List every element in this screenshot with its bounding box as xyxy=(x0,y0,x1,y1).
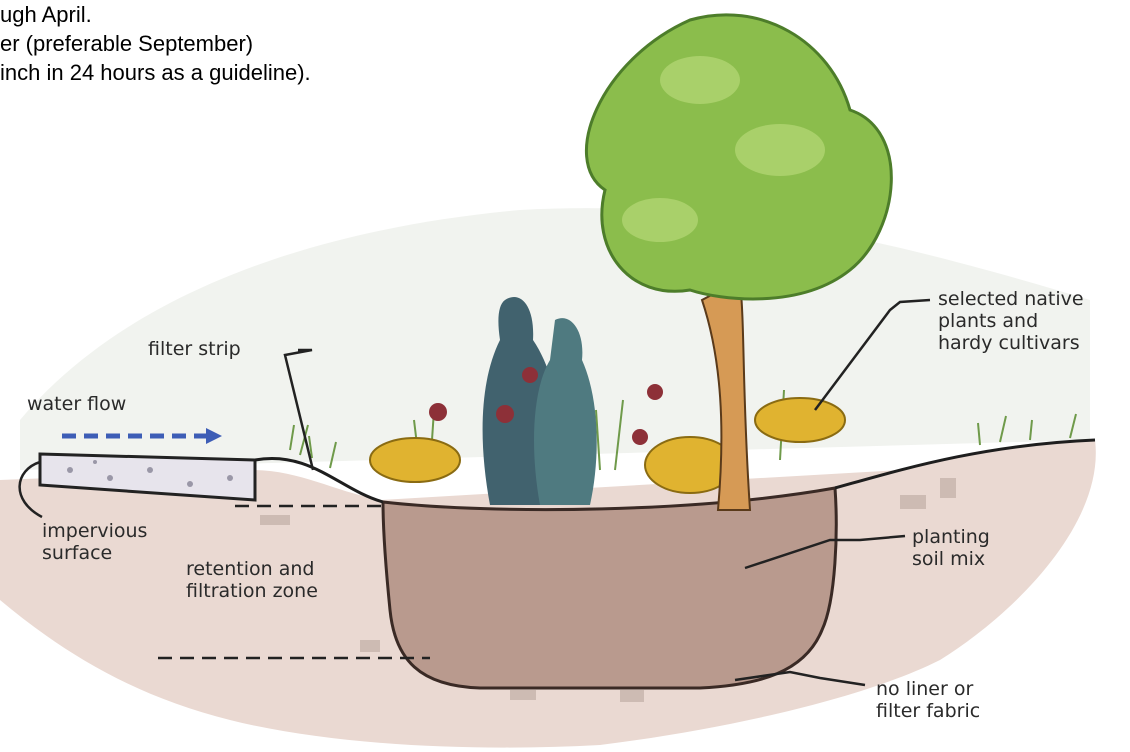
planting-line-1: planting xyxy=(912,526,990,548)
retention-zone-label: retention and filtration zone xyxy=(186,558,318,602)
impervious-line-2: surface xyxy=(42,542,147,564)
impervious-surface-label: impervious surface xyxy=(42,520,147,564)
filter-strip-label: filter strip xyxy=(148,338,241,360)
planting-line-2: soil mix xyxy=(912,548,990,570)
impervious-line-1: impervious xyxy=(42,520,147,542)
retention-line-1: retention and xyxy=(186,558,318,580)
no-liner-label: no liner or filter fabric xyxy=(876,678,980,722)
no-liner-line-2: filter fabric xyxy=(876,700,980,722)
no-liner-line-1: no liner or xyxy=(876,678,980,700)
water-flow-label: water flow xyxy=(27,393,126,415)
selected-native-line-2: plants and xyxy=(938,310,1084,332)
selected-native-line-1: selected native xyxy=(938,288,1084,310)
retention-line-2: filtration zone xyxy=(186,580,318,602)
planting-basin xyxy=(383,488,836,688)
selected-native-line-3: hardy cultivars xyxy=(938,332,1084,354)
selected-native-plants-label: selected native plants and hardy cultiva… xyxy=(938,288,1084,354)
planting-soil-label: planting soil mix xyxy=(912,526,990,570)
